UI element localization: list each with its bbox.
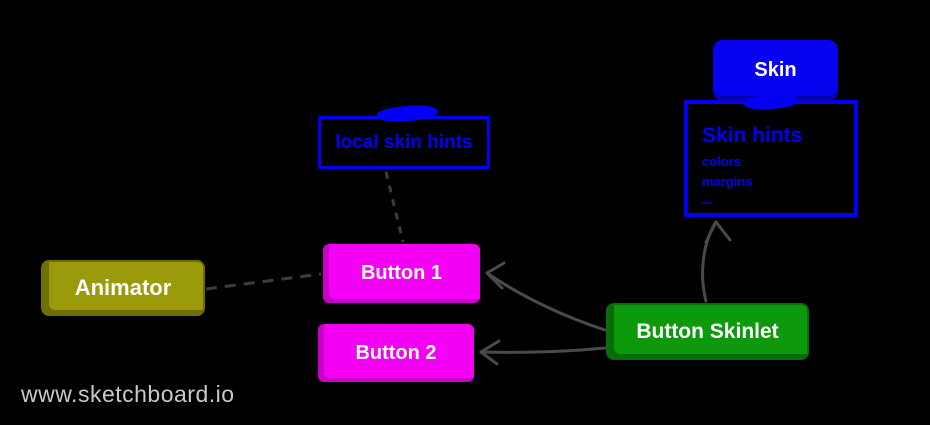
sketchboard-watermark: www.sketchboard.io bbox=[21, 381, 235, 407]
node-skin-label: Skin bbox=[754, 59, 797, 81]
skin-hints-item-ellipsis: ... bbox=[702, 192, 713, 207]
connector-animator-to-button-1[interactable] bbox=[205, 272, 322, 291]
node-local-skin-hints[interactable]: local skin hints bbox=[318, 116, 490, 169]
node-button-skinlet-label: Button Skinlet bbox=[636, 319, 779, 343]
skin-hints-item-margins: margins bbox=[702, 174, 753, 189]
node-button-1-label: Button 1 bbox=[360, 262, 443, 284]
connector-button-skinlet-to-button-2[interactable] bbox=[479, 339, 607, 366]
node-button-skinlet[interactable]: Button Skinlet bbox=[606, 303, 809, 360]
local-skin-hints-label: local skin hints bbox=[335, 131, 473, 153]
node-button-2-label: Button 2 bbox=[355, 341, 437, 364]
node-animator-label: Animator bbox=[74, 275, 172, 300]
node-skin[interactable]: Skin bbox=[713, 40, 838, 101]
node-animator[interactable]: Animator bbox=[41, 260, 205, 316]
connector-local-skin-hints-to-button-1[interactable] bbox=[384, 171, 405, 243]
connector-button-skinlet-to-button-1[interactable] bbox=[485, 261, 607, 332]
skin-hints-item-colors: colors bbox=[702, 154, 742, 169]
skin-hints-title: Skin hints bbox=[702, 124, 803, 147]
node-skin-hints[interactable]: Skin hints colors margins ... bbox=[684, 100, 858, 217]
node-button-1[interactable]: Button 1 bbox=[323, 244, 480, 303]
connector-button-skinlet-to-skin-hints[interactable] bbox=[701, 220, 732, 303]
node-button-2[interactable]: Button 2 bbox=[318, 324, 474, 382]
